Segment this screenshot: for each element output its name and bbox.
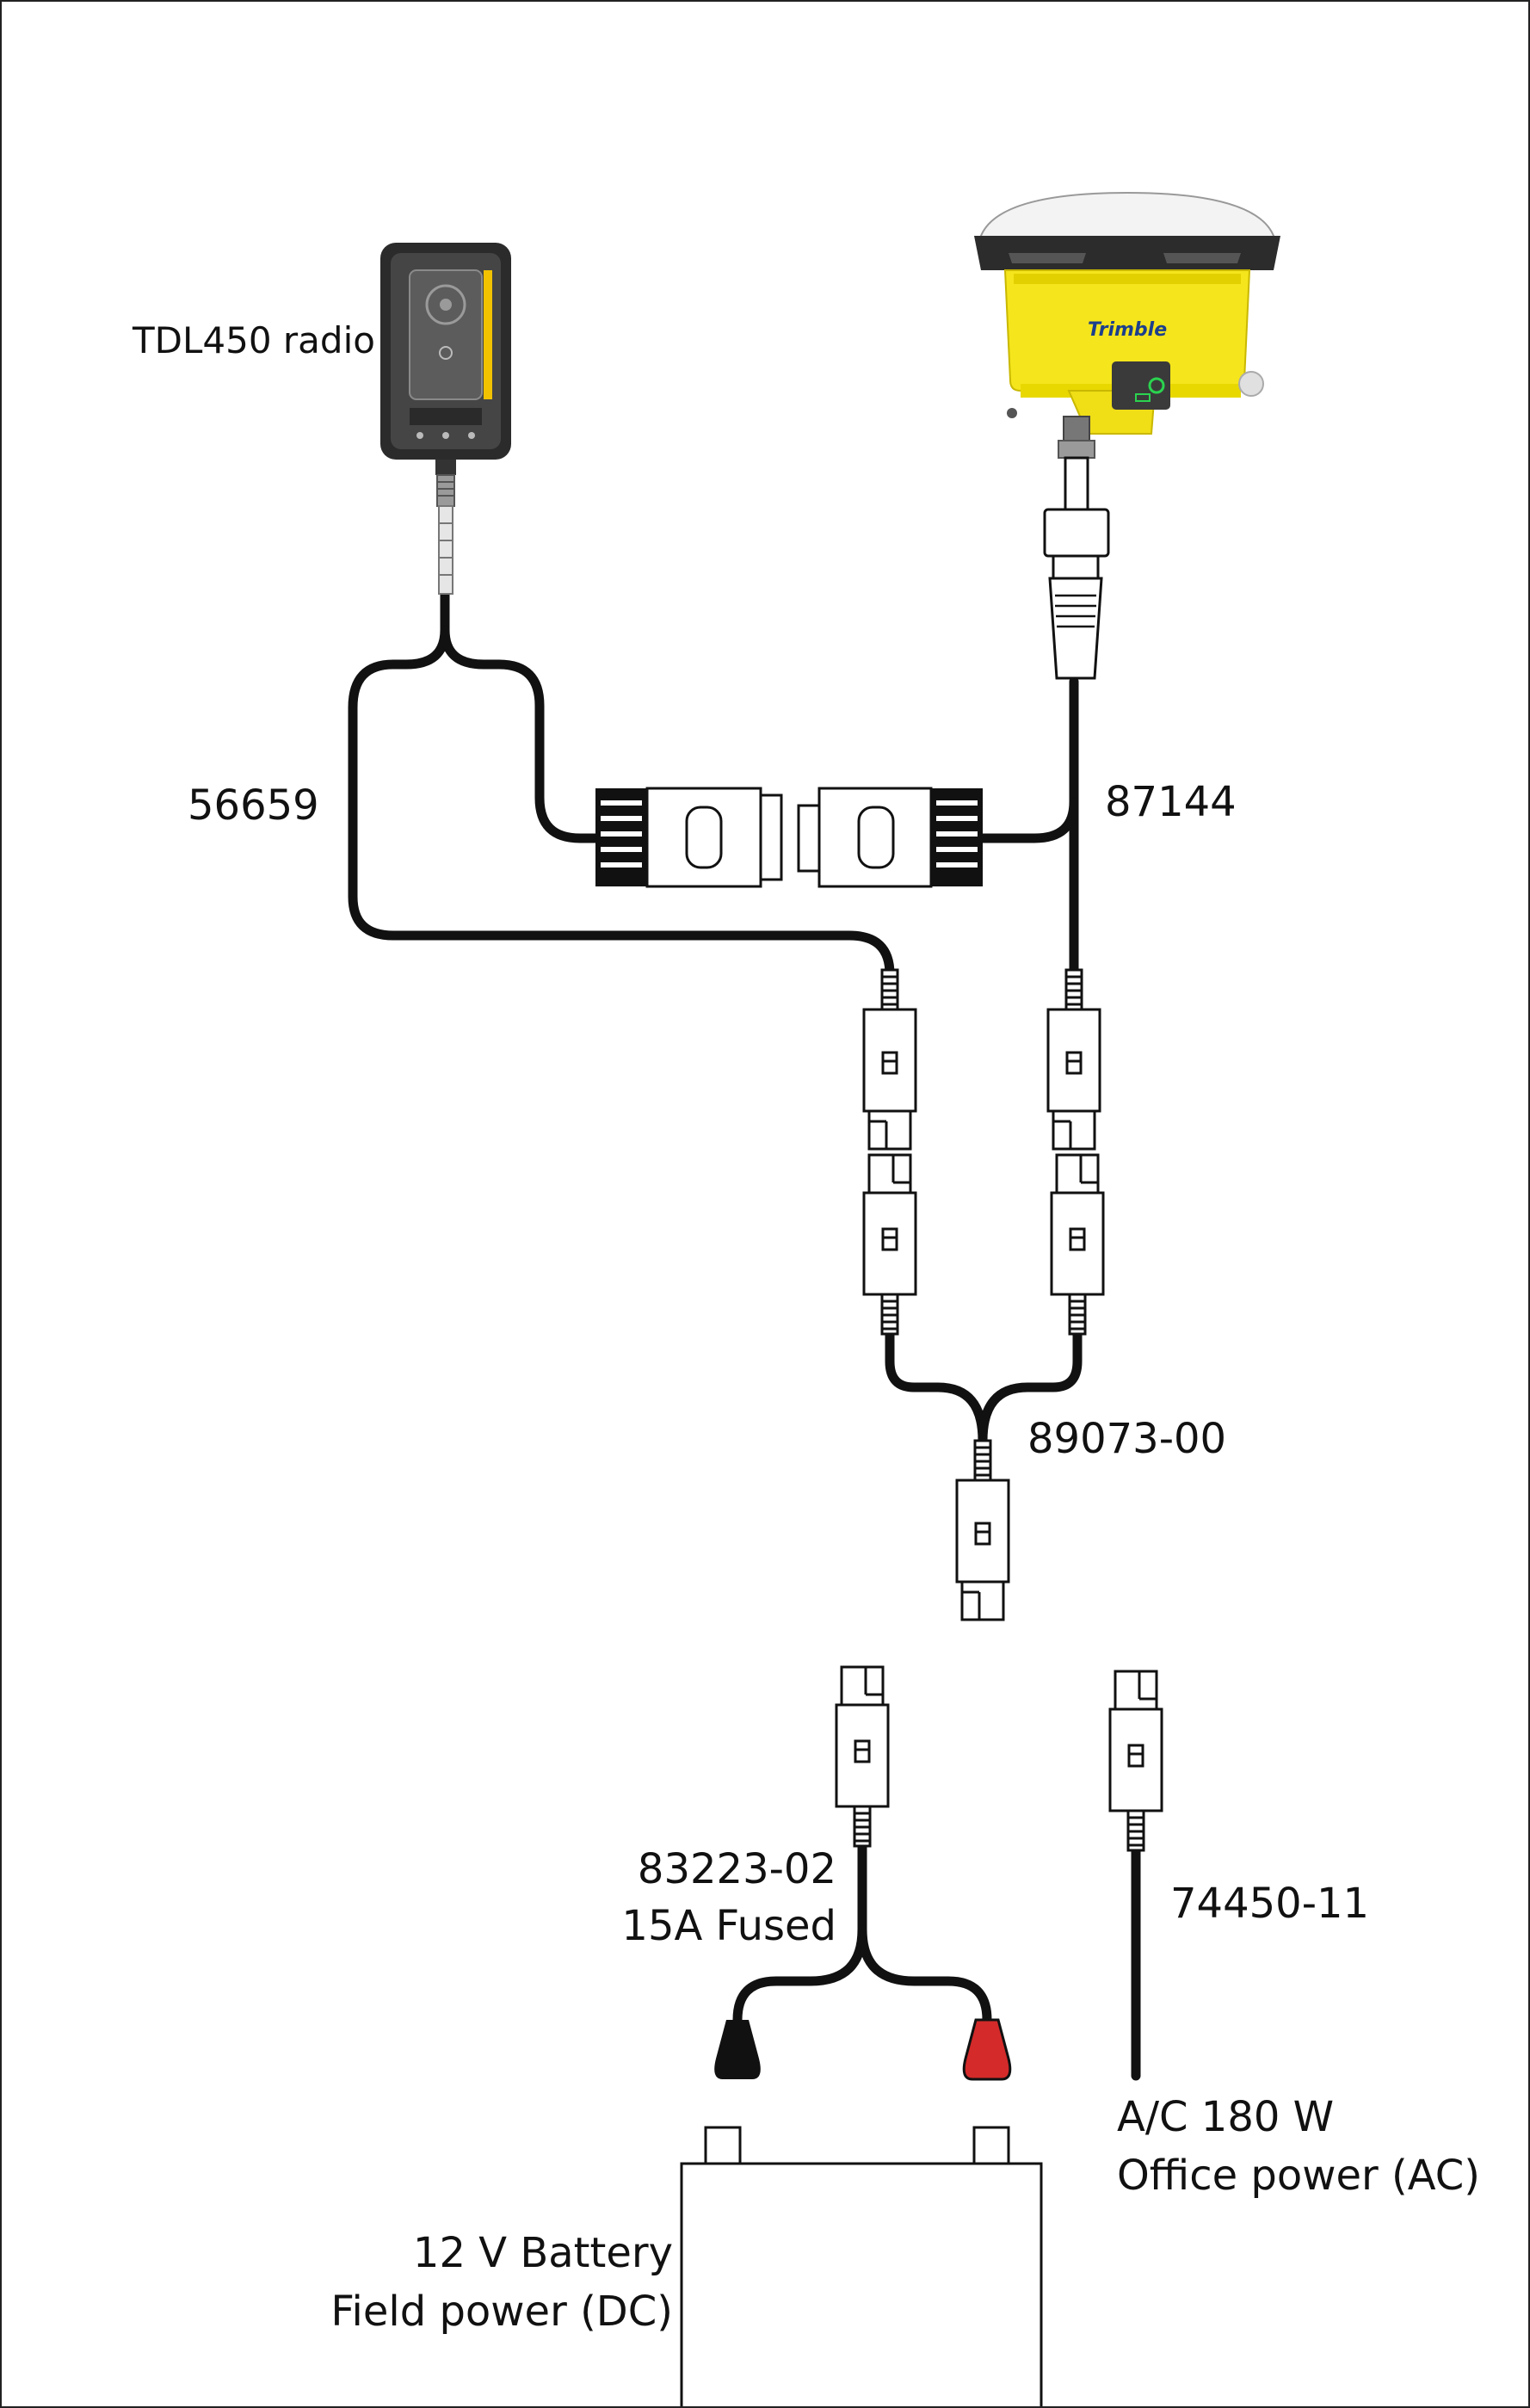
- y-cable-connector-left: [862, 1153, 917, 1336]
- label-office-power: Office power (AC): [1117, 2152, 1480, 2200]
- db9-connector-left: [595, 787, 783, 888]
- battery-clamp-negative: [714, 2020, 761, 2079]
- cable-83223-02: [732, 1838, 992, 2038]
- label-fused-rating: 15A Fused: [621, 1902, 836, 1950]
- cable-87144: [976, 676, 1079, 975]
- label-battery: 12 V Battery: [412, 2229, 673, 2277]
- battery-icon: [680, 2126, 1043, 2406]
- y-cable-connector-output: [955, 1439, 1010, 1621]
- battery-clamp-positive: [962, 2018, 1012, 2081]
- tdl450-radio-image: [380, 243, 511, 595]
- cable-89073-00: [885, 1322, 1083, 1446]
- power-connector-56659: [862, 968, 917, 1151]
- label-cable-83223-02: 83223-02: [637, 1845, 836, 1893]
- gnss-receiver-image: Trimble: [974, 191, 1280, 680]
- receiver-brand: Trimble: [1088, 319, 1167, 341]
- label-cable-87144: 87144: [1105, 778, 1237, 826]
- label-ac-power: A/C 180 W: [1117, 2093, 1335, 2141]
- label-cable-74450-11: 74450-11: [1170, 1880, 1370, 1928]
- db9-connector-right: [797, 787, 983, 888]
- y-cable-connector-right: [1050, 1153, 1105, 1336]
- fused-cable-connector: [835, 1665, 890, 1848]
- label-tdl450-radio: TDL450 radio: [133, 319, 375, 361]
- power-connector-87144: [1046, 968, 1101, 1151]
- cable-56659: [348, 589, 895, 979]
- label-cable-56659: 56659: [188, 781, 319, 830]
- ac-cable-connector: [1108, 1670, 1163, 1852]
- label-cable-89073-00: 89073-00: [1027, 1415, 1227, 1463]
- label-field-power: Field power (DC): [330, 2288, 673, 2336]
